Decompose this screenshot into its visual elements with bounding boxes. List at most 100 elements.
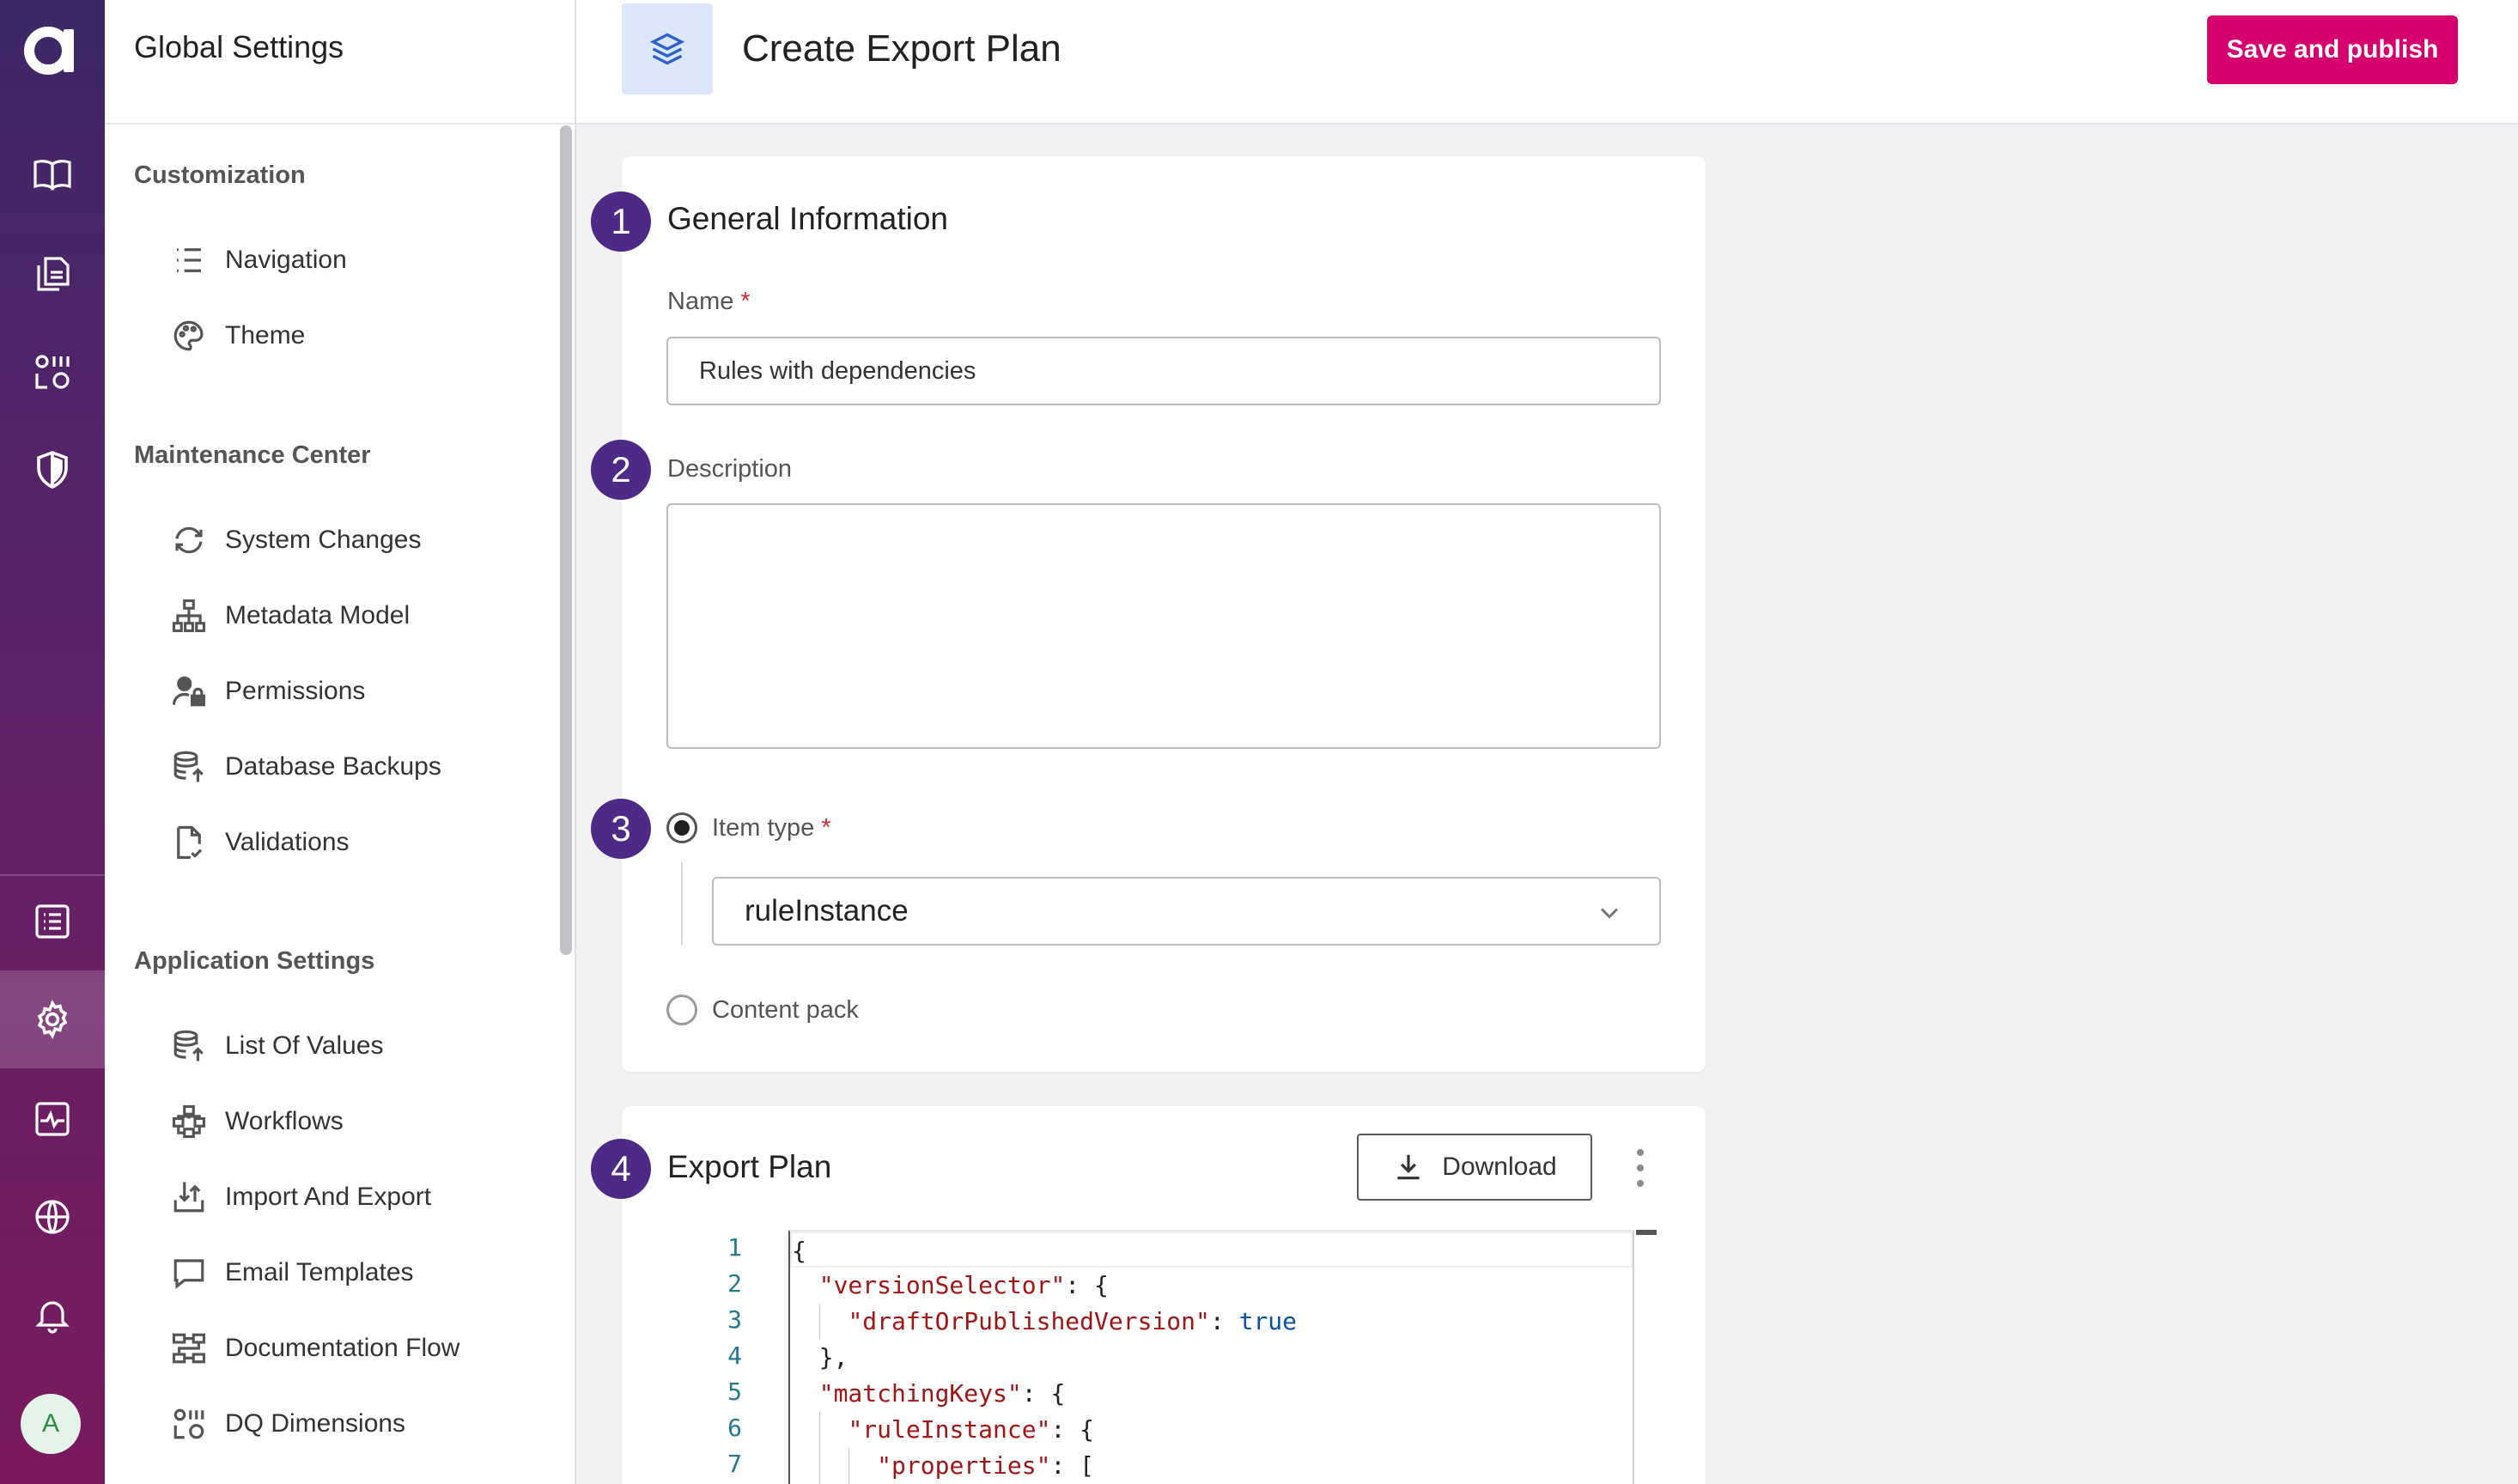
sidebar-item-label: Workflows xyxy=(225,1107,344,1135)
sidebar-item-label: Metadata Model xyxy=(225,601,411,629)
code-line: }, xyxy=(818,1343,848,1371)
sidebar-item-permissions[interactable]: Permissions xyxy=(170,666,365,717)
content-pack-radio[interactable] xyxy=(666,994,697,1025)
shield-icon[interactable] xyxy=(0,421,105,519)
sidebar-item-dq-dimensions[interactable]: DQ Dimensions xyxy=(170,1398,405,1450)
app-rail: A xyxy=(0,0,105,1484)
book-icon[interactable] xyxy=(0,125,105,223)
sidebar-item-label: System Changes xyxy=(225,526,422,554)
sidebar-item-database-backups[interactable]: Database Backups xyxy=(170,741,441,793)
workflow-icon xyxy=(170,1103,208,1140)
sidebar-item-workflows[interactable]: Workflows xyxy=(170,1096,344,1147)
description-label: Description xyxy=(667,455,793,483)
sidebar-item-list-of-values[interactable]: List Of Values xyxy=(170,1020,384,1072)
dq-dimensions-icon xyxy=(170,1405,208,1443)
sidebar-item-label: Navigation xyxy=(225,246,347,274)
gear-icon[interactable] xyxy=(0,970,105,1068)
item-type-select[interactable]: ruleInstance xyxy=(712,877,1661,946)
page-title: Create Export Plan xyxy=(742,27,1061,70)
page-header: Create Export Plan Save and publish xyxy=(576,0,2518,125)
export-plan-heading: Export Plan xyxy=(667,1149,832,1184)
sidebar-item-label: Database Backups xyxy=(225,752,441,781)
layers-icon xyxy=(622,3,713,94)
required-mark: * xyxy=(740,288,751,315)
code-line: "versionSelector": { xyxy=(818,1271,1109,1299)
sidebar-item-label: Validations xyxy=(225,828,350,856)
section-customization: Customization xyxy=(134,161,306,189)
indent-guide xyxy=(681,862,683,945)
item-type-selected-value: ruleInstance xyxy=(745,894,909,928)
import-export-icon xyxy=(170,1178,208,1216)
chevron-down-icon xyxy=(1600,908,1619,919)
line-number: 6 xyxy=(727,1414,742,1442)
globe-icon[interactable] xyxy=(0,1168,105,1266)
palette-icon xyxy=(170,317,208,355)
download-button[interactable]: Download xyxy=(1357,1134,1592,1201)
line-number: 5 xyxy=(727,1378,742,1406)
sidebar-item-metadata-model[interactable]: Metadata Model xyxy=(170,590,410,642)
download-icon xyxy=(1397,1154,1420,1180)
line-number: 2 xyxy=(727,1269,742,1298)
sidebar-item-theme[interactable]: Theme xyxy=(170,310,305,362)
code-line: "ruleInstance": { xyxy=(790,1412,1633,1448)
dq-dimensions-icon[interactable] xyxy=(0,323,105,421)
code-line: "draftOrPublishedVersion": true xyxy=(790,1304,1633,1340)
ataccama-logo[interactable] xyxy=(19,24,86,76)
bell-icon[interactable] xyxy=(0,1266,105,1364)
section-maintenance-center: Maintenance Center xyxy=(134,441,371,469)
section-application-settings: Application Settings xyxy=(134,947,375,975)
sidebar-item-email-templates[interactable]: Email Templates xyxy=(170,1247,414,1298)
avatar[interactable]: A xyxy=(21,1394,81,1454)
database-list-icon xyxy=(170,1027,208,1065)
sync-icon xyxy=(170,521,208,559)
sidebar-item-navigation[interactable]: Navigation xyxy=(170,234,347,286)
sidebar-item-validations[interactable]: Validations xyxy=(170,817,350,868)
step-badge: 2 xyxy=(591,440,651,500)
sidebar-item-label: Documentation Flow xyxy=(225,1334,460,1362)
name-input[interactable]: Rules with dependencies xyxy=(666,337,1661,405)
required-mark: * xyxy=(821,814,831,842)
step-badge: 1 xyxy=(591,192,651,252)
sidebar-item-system-changes[interactable]: System Changes xyxy=(170,514,421,566)
save-and-publish-button[interactable]: Save and publish xyxy=(2207,15,2458,84)
settings-sidebar: Global Settings Customization Navigation… xyxy=(105,0,576,1484)
code-area[interactable]: { "versionSelector": { "draftOrPublished… xyxy=(788,1230,1634,1484)
hierarchy-icon xyxy=(170,597,208,635)
file-check-icon xyxy=(170,824,208,861)
rail-divider xyxy=(0,874,105,876)
item-type-radio[interactable] xyxy=(666,812,697,843)
sidebar-scrollbar[interactable] xyxy=(560,125,572,955)
sidebar-item-label: Theme xyxy=(225,321,306,350)
general-information-heading: General Information xyxy=(667,201,949,236)
user-lock-icon xyxy=(170,672,208,710)
sidebar-item-import-and-export[interactable]: Import And Export xyxy=(170,1171,431,1223)
sidebar-item-documentation-flow[interactable]: Documentation Flow xyxy=(170,1323,459,1374)
sidebar-item-label: DQ Dimensions xyxy=(225,1409,406,1438)
divider xyxy=(105,123,576,125)
sidebar-item-label: Permissions xyxy=(225,677,366,705)
editor-minimap-marker xyxy=(1636,1230,1657,1235)
code-line: "matchingKeys": { xyxy=(818,1379,1066,1408)
more-options-icon[interactable] xyxy=(1630,1142,1651,1194)
documents-icon[interactable] xyxy=(0,225,105,323)
sidebar-item-label: List Of Values xyxy=(225,1031,384,1060)
description-textarea[interactable] xyxy=(666,503,1661,749)
item-type-label: Item type * xyxy=(712,814,831,842)
download-label: Download xyxy=(1442,1153,1557,1181)
database-upload-icon xyxy=(170,748,208,786)
code-line: "properties": [ xyxy=(790,1448,1633,1484)
json-code-editor[interactable]: 1 2 3 4 5 6 7 { "versionSelector": { "dr… xyxy=(670,1230,1662,1484)
list-icon[interactable] xyxy=(0,873,105,970)
sidebar-item-label: Email Templates xyxy=(225,1258,414,1286)
code-line: { xyxy=(790,1232,1633,1268)
flow-icon xyxy=(170,1329,208,1367)
sidebar-title: Global Settings xyxy=(134,29,344,64)
line-number: 4 xyxy=(727,1341,742,1370)
step-badge: 3 xyxy=(591,799,651,859)
monitoring-icon[interactable] xyxy=(0,1070,105,1168)
line-number: 3 xyxy=(727,1305,742,1334)
message-icon xyxy=(170,1254,208,1292)
step-badge: 4 xyxy=(591,1139,651,1199)
line-number: 7 xyxy=(727,1450,742,1478)
line-number-gutter: 1 2 3 4 5 6 7 xyxy=(670,1230,742,1482)
